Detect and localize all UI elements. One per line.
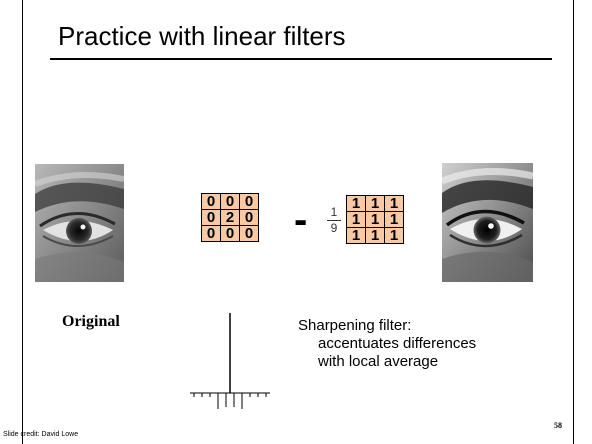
kernel-cell: 0	[239, 225, 259, 242]
minus-operator: -	[294, 198, 308, 242]
kernel-cell: 1	[365, 227, 385, 244]
kernel-cell: 1	[384, 211, 404, 228]
kernel-cell: 1	[346, 195, 366, 212]
original-label: Original	[62, 313, 120, 330]
fraction-numerator: 1	[330, 205, 338, 219]
kernel-cell: 0	[220, 193, 240, 210]
identity-kernel-grid: 0 0 0 0 2 0 0 0 0	[201, 193, 259, 242]
kernel-cell: 0	[239, 209, 259, 226]
kernel-cell: 0	[201, 209, 221, 226]
sharpened-eye-image	[442, 163, 533, 282]
kernel-cell: 0	[220, 225, 240, 242]
kernel-cell: 1	[365, 211, 385, 228]
kernel-row: 1 1 1	[346, 195, 404, 212]
description-line: accentuates differences	[318, 335, 477, 352]
kernel-cell: 1	[365, 195, 385, 212]
kernel-row: 0 0 0	[201, 193, 259, 210]
kernel-cell: 1	[384, 227, 404, 244]
kernel-row: 1 1 1	[346, 211, 404, 228]
description-line: with local average	[318, 353, 439, 370]
kernel-row: 0 0 0	[201, 225, 259, 242]
fraction-denominator: 9	[330, 221, 338, 235]
box-kernel-grid: 1 1 1 1 1 1 1 1 1	[346, 195, 404, 244]
page-number: 58	[554, 421, 562, 430]
slide-frame	[22, 0, 574, 444]
kernel-cell: 2	[220, 209, 240, 226]
kernel-cell: 1	[346, 227, 366, 244]
sharpening-kernel-stem-plot	[190, 313, 270, 409]
kernel-cell: 0	[201, 225, 221, 242]
kernel-cell: 1	[384, 195, 404, 212]
description-heading: Sharpening filter:	[298, 317, 412, 334]
fraction-bar	[327, 220, 341, 221]
slide-title: Practice with linear filters	[58, 21, 346, 51]
kernel-row: 1 1 1	[346, 227, 404, 244]
original-eye-image	[35, 164, 124, 282]
kernel-cell: 0	[239, 193, 259, 210]
kernel-cell: 0	[201, 193, 221, 210]
title-underline	[50, 58, 552, 60]
one-ninth-fraction: 1 9	[327, 206, 341, 235]
kernel-row: 0 2 0	[201, 209, 259, 226]
kernel-cell: 1	[346, 211, 366, 228]
sharpening-description: Sharpening filter: accentuates differenc…	[298, 317, 476, 371]
slide-credit: Slide credit: David Lowe	[3, 431, 79, 438]
